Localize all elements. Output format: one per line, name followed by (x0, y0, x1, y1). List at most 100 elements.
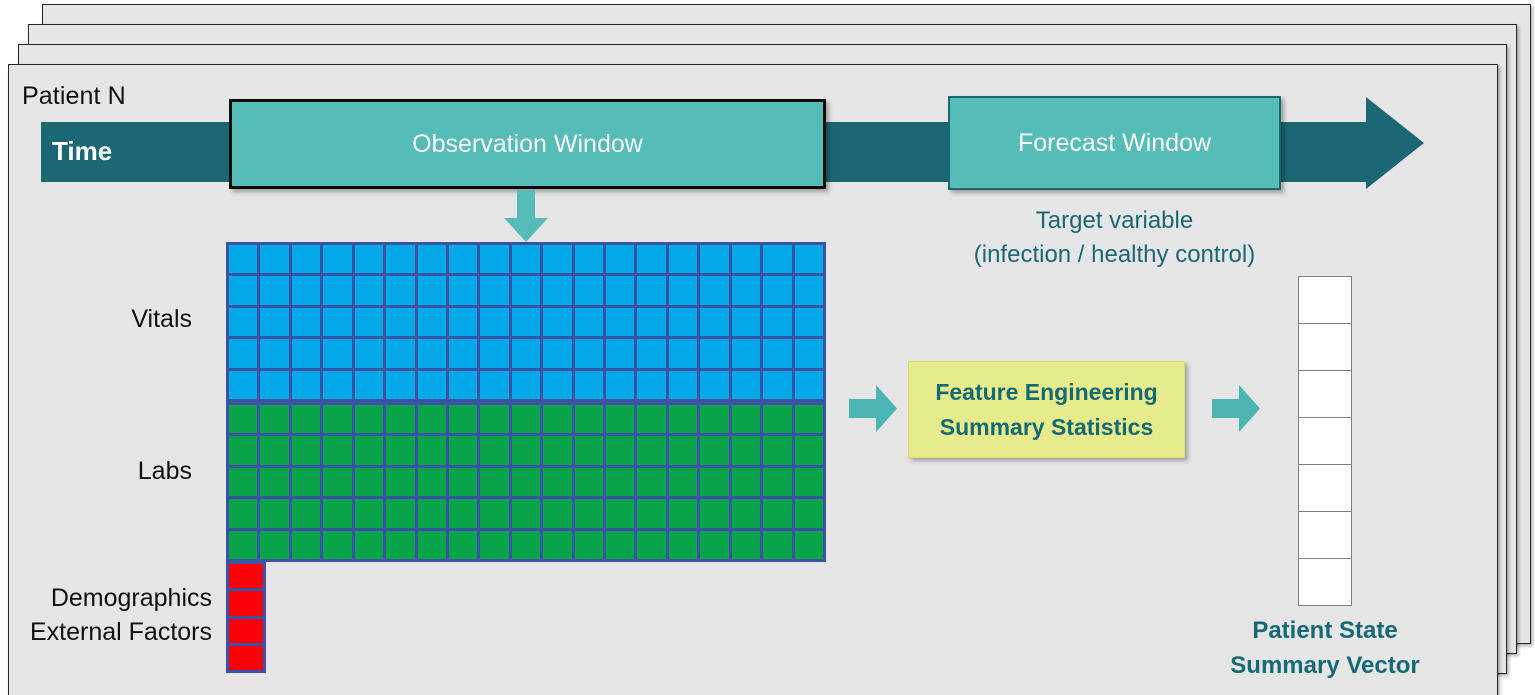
vitals-cell (417, 276, 446, 305)
labs-cell (637, 530, 666, 559)
forecast-window-label: Forecast Window (1017, 128, 1212, 157)
labs-cell (291, 467, 321, 497)
vitals-cell (480, 370, 509, 399)
vitals-cell (291, 370, 321, 399)
labs-cell (229, 405, 258, 434)
vitals-cell (637, 245, 666, 274)
vitals-cell (260, 370, 289, 399)
labs-cell (354, 499, 384, 528)
demographics-cell (229, 591, 263, 616)
patient-label: Patient N (22, 82, 126, 110)
labs-cell (794, 436, 823, 465)
vitals-cell (386, 339, 415, 368)
vitals-cell (260, 245, 289, 274)
labs-cell (543, 530, 572, 559)
vector-label-line2: Summary Vector (1230, 651, 1420, 679)
labs-cell (794, 405, 823, 434)
labs-cell (700, 530, 729, 559)
labs-grid (226, 402, 826, 562)
target-variable-line2: (infection / healthy control) (973, 241, 1256, 269)
labs-cell (700, 499, 729, 528)
vitals-cell (260, 276, 289, 305)
vitals-cell (417, 245, 446, 274)
vitals-cell (763, 339, 792, 368)
vitals-cell (731, 245, 761, 274)
vitals-cell (511, 276, 541, 305)
vitals-cell (354, 307, 384, 337)
labs-cell (417, 436, 446, 465)
labs-cell (637, 405, 666, 434)
vitals-cell (637, 370, 666, 399)
labs-cell (574, 436, 604, 465)
labs-cell (668, 405, 698, 434)
labs-cell (480, 530, 509, 559)
vitals-cell (606, 339, 635, 368)
labs-cell (763, 499, 792, 528)
labs-cell (386, 499, 415, 528)
labs-cell (731, 467, 761, 497)
labs-cell (386, 530, 415, 559)
labs-cell (386, 405, 415, 434)
vitals-cell (637, 276, 666, 305)
labs-cell (480, 405, 509, 434)
vitals-cell (668, 307, 698, 337)
vitals-cell (323, 339, 352, 368)
labs-cell (480, 467, 509, 497)
vitals-cell (448, 276, 478, 305)
vitals-cell (417, 307, 446, 337)
vitals-cell (668, 276, 698, 305)
labs-cell (606, 436, 635, 465)
feature-box-line2: Summary Statistics (939, 413, 1154, 440)
vitals-cell (668, 245, 698, 274)
demographics-cell (229, 645, 263, 670)
vitals-cell (386, 370, 415, 399)
vitals-cell (448, 245, 478, 274)
arrow-to-vector-icon (1212, 385, 1260, 432)
labs-cell (417, 405, 446, 434)
vitals-cell (668, 339, 698, 368)
labs-cell (574, 499, 604, 528)
vitals-cell (543, 276, 572, 305)
labs-cell (637, 436, 666, 465)
vitals-cell (794, 307, 823, 337)
observation-window-label: Observation Window (412, 129, 643, 158)
vitals-cell (574, 276, 604, 305)
labs-cell (229, 467, 258, 497)
demographics-cell (229, 618, 263, 643)
labs-cell (731, 499, 761, 528)
vitals-cell (543, 370, 572, 399)
labs-cell (511, 467, 541, 497)
labs-cell (511, 499, 541, 528)
vector-cell (1298, 276, 1352, 324)
vitals-cell (606, 307, 635, 337)
feature-engineering-box: Feature Engineering Summary Statistics (908, 361, 1185, 458)
time-arrow-head-icon (1366, 97, 1424, 189)
vitals-cell (731, 276, 761, 305)
row-label-external-factors: External Factors (29, 618, 212, 646)
labs-cell (260, 499, 289, 528)
vitals-cell (606, 370, 635, 399)
labs-cell (480, 436, 509, 465)
labs-cell (354, 436, 384, 465)
labs-cell (763, 436, 792, 465)
vitals-cell (700, 339, 729, 368)
vitals-cell (543, 245, 572, 274)
vitals-cell (794, 339, 823, 368)
vitals-cell (606, 276, 635, 305)
labs-cell (511, 530, 541, 559)
labs-cell (291, 436, 321, 465)
labs-cell (700, 436, 729, 465)
vitals-cell (480, 245, 509, 274)
labs-cell (229, 499, 258, 528)
vitals-cell (448, 339, 478, 368)
down-arrow-icon (504, 190, 548, 242)
patient-state-vector (1298, 276, 1352, 606)
vitals-cell (291, 276, 321, 305)
vector-label-line1: Patient State (1252, 617, 1398, 644)
labs-cell (448, 467, 478, 497)
row-label-demographics: Demographics (50, 584, 212, 612)
vitals-cell (229, 370, 258, 399)
vitals-grid (226, 242, 826, 402)
vitals-cell (731, 307, 761, 337)
